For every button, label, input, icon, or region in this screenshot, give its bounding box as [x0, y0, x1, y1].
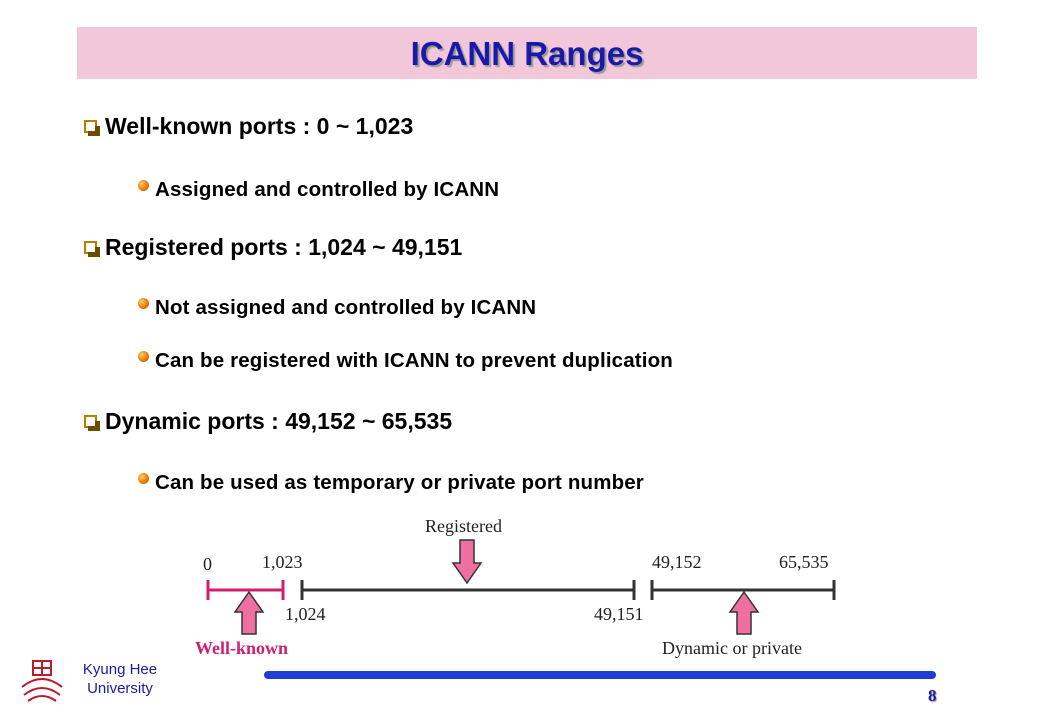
square-bullet-icon [84, 120, 100, 136]
slide-title: ICANN Ranges [410, 35, 644, 72]
sub-bullet-temporary: Can be used as temporary or private port… [138, 471, 644, 495]
tick-label-49151: 49,151 [594, 604, 644, 624]
orange-dot-icon [138, 350, 149, 362]
university-line-2: University [87, 680, 153, 697]
bullet-text: Can be registered with ICANN to prevent … [155, 349, 673, 372]
tick-label-49152: 49,152 [652, 552, 702, 572]
bullet-text: Not assigned and controlled by ICANN [155, 296, 537, 319]
orange-dot-icon [138, 179, 149, 191]
sub-bullet-not-assigned: Not assigned and controlled by ICANN [138, 296, 536, 320]
well-known-arrow-icon [233, 590, 265, 635]
page-number: 8 [928, 686, 937, 705]
sub-bullet-can-register: Can be registered with ICANN to prevent … [138, 349, 673, 373]
square-bullet-icon [84, 415, 100, 431]
bullet-text: Assigned and controlled by ICANN [155, 178, 500, 201]
footer-bar [264, 671, 936, 679]
bullet-text: Can be used as temporary or private port… [155, 471, 644, 494]
bullet-well-known-ports: Well-known ports : 0 ~ 1,023 [84, 113, 413, 140]
bullet-text: Well-known ports : 0 ~ 1,023 [105, 113, 414, 139]
tick-label-0: 0 [203, 554, 212, 574]
tick-label-1023: 1,023 [262, 552, 303, 572]
label-dynamic-private: Dynamic or private [662, 638, 802, 658]
bullet-registered-ports: Registered ports : 1,024 ~ 49,151 [84, 234, 462, 261]
tick-label-65535: 65,535 [779, 552, 829, 572]
title-band: ICANN Ranges [77, 27, 977, 79]
registered-arrow-icon [451, 539, 483, 585]
university-logo-icon [21, 660, 63, 702]
label-registered: Registered [425, 516, 502, 536]
bullet-text: Registered ports : 1,024 ~ 49,151 [105, 234, 463, 260]
bullet-text: Dynamic ports : 49,152 ~ 65,535 [105, 408, 453, 434]
university-name: Kyung Hee University [68, 660, 172, 698]
dynamic-arrow-icon [728, 590, 760, 635]
university-line-1: Kyung Hee [82, 661, 158, 678]
sub-bullet-assigned: Assigned and controlled by ICANN [138, 178, 499, 202]
port-range-diagram: Registered 0 1,023 49,152 65,535 1,024 4… [195, 516, 836, 658]
orange-dot-icon [138, 472, 149, 484]
label-well-known: Well-known [195, 638, 288, 658]
tick-label-1024: 1,024 [285, 604, 326, 624]
orange-dot-icon [138, 297, 149, 309]
square-bullet-icon [84, 241, 100, 257]
bullet-dynamic-ports: Dynamic ports : 49,152 ~ 65,535 [84, 408, 452, 435]
